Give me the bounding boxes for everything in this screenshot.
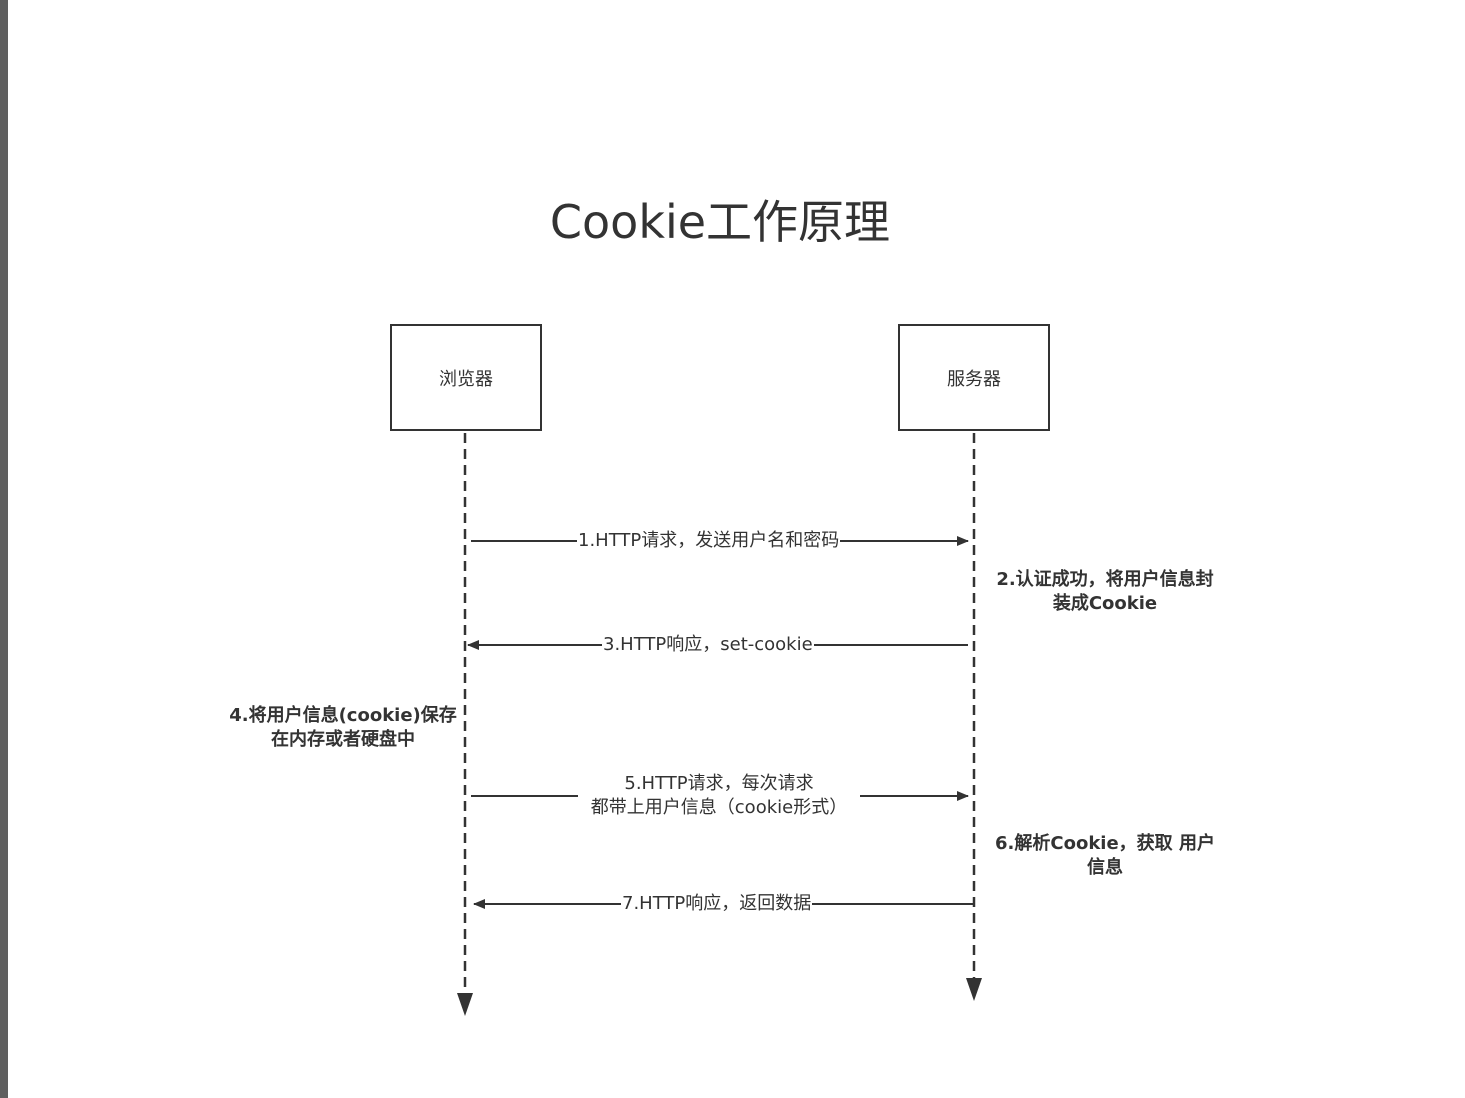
- note-6: 6.解析Cookie，获取 用户 信息: [985, 832, 1225, 880]
- message-7-label: 7.HTTP响应，返回数据: [621, 892, 813, 916]
- message-5-label-line1: 5.HTTP请求，每次请求: [624, 773, 814, 794]
- note-6-line1: 6.解析Cookie，获取 用户: [995, 833, 1215, 854]
- message-5-label: 5.HTTP请求，每次请求 都带上用户信息（cookie形式）: [578, 772, 860, 820]
- browser-label: 浏览器: [439, 368, 493, 390]
- server-label: 服务器: [947, 368, 1001, 390]
- note-2: 2.认证成功，将用户信息封 装成Cookie: [985, 568, 1225, 616]
- note-2-line2: 装成Cookie: [1052, 593, 1158, 614]
- note-2-line1: 2.认证成功，将用户信息封: [996, 569, 1214, 590]
- diagram-title: Cookie工作原理: [549, 195, 891, 249]
- note-4-line1: 4.将用户信息(cookie)保存: [229, 705, 457, 726]
- note-4-line2: 在内存或者硬盘中: [271, 729, 415, 750]
- window-left-border: [0, 0, 8, 1098]
- note-6-line2: 信息: [1087, 857, 1123, 878]
- browser-participant-box: 浏览器: [390, 324, 542, 431]
- message-1-label: 1.HTTP请求，发送用户名和密码: [577, 529, 841, 553]
- message-3-label: 3.HTTP响应，set-cookie: [602, 633, 814, 657]
- server-participant-box: 服务器: [898, 324, 1050, 431]
- note-4: 4.将用户信息(cookie)保存 在内存或者硬盘中: [218, 704, 468, 752]
- browser-lifeline-arrow: [457, 993, 473, 1016]
- server-lifeline-arrow: [966, 978, 982, 1001]
- message-5-label-line2: 都带上用户信息（cookie形式）: [590, 797, 848, 818]
